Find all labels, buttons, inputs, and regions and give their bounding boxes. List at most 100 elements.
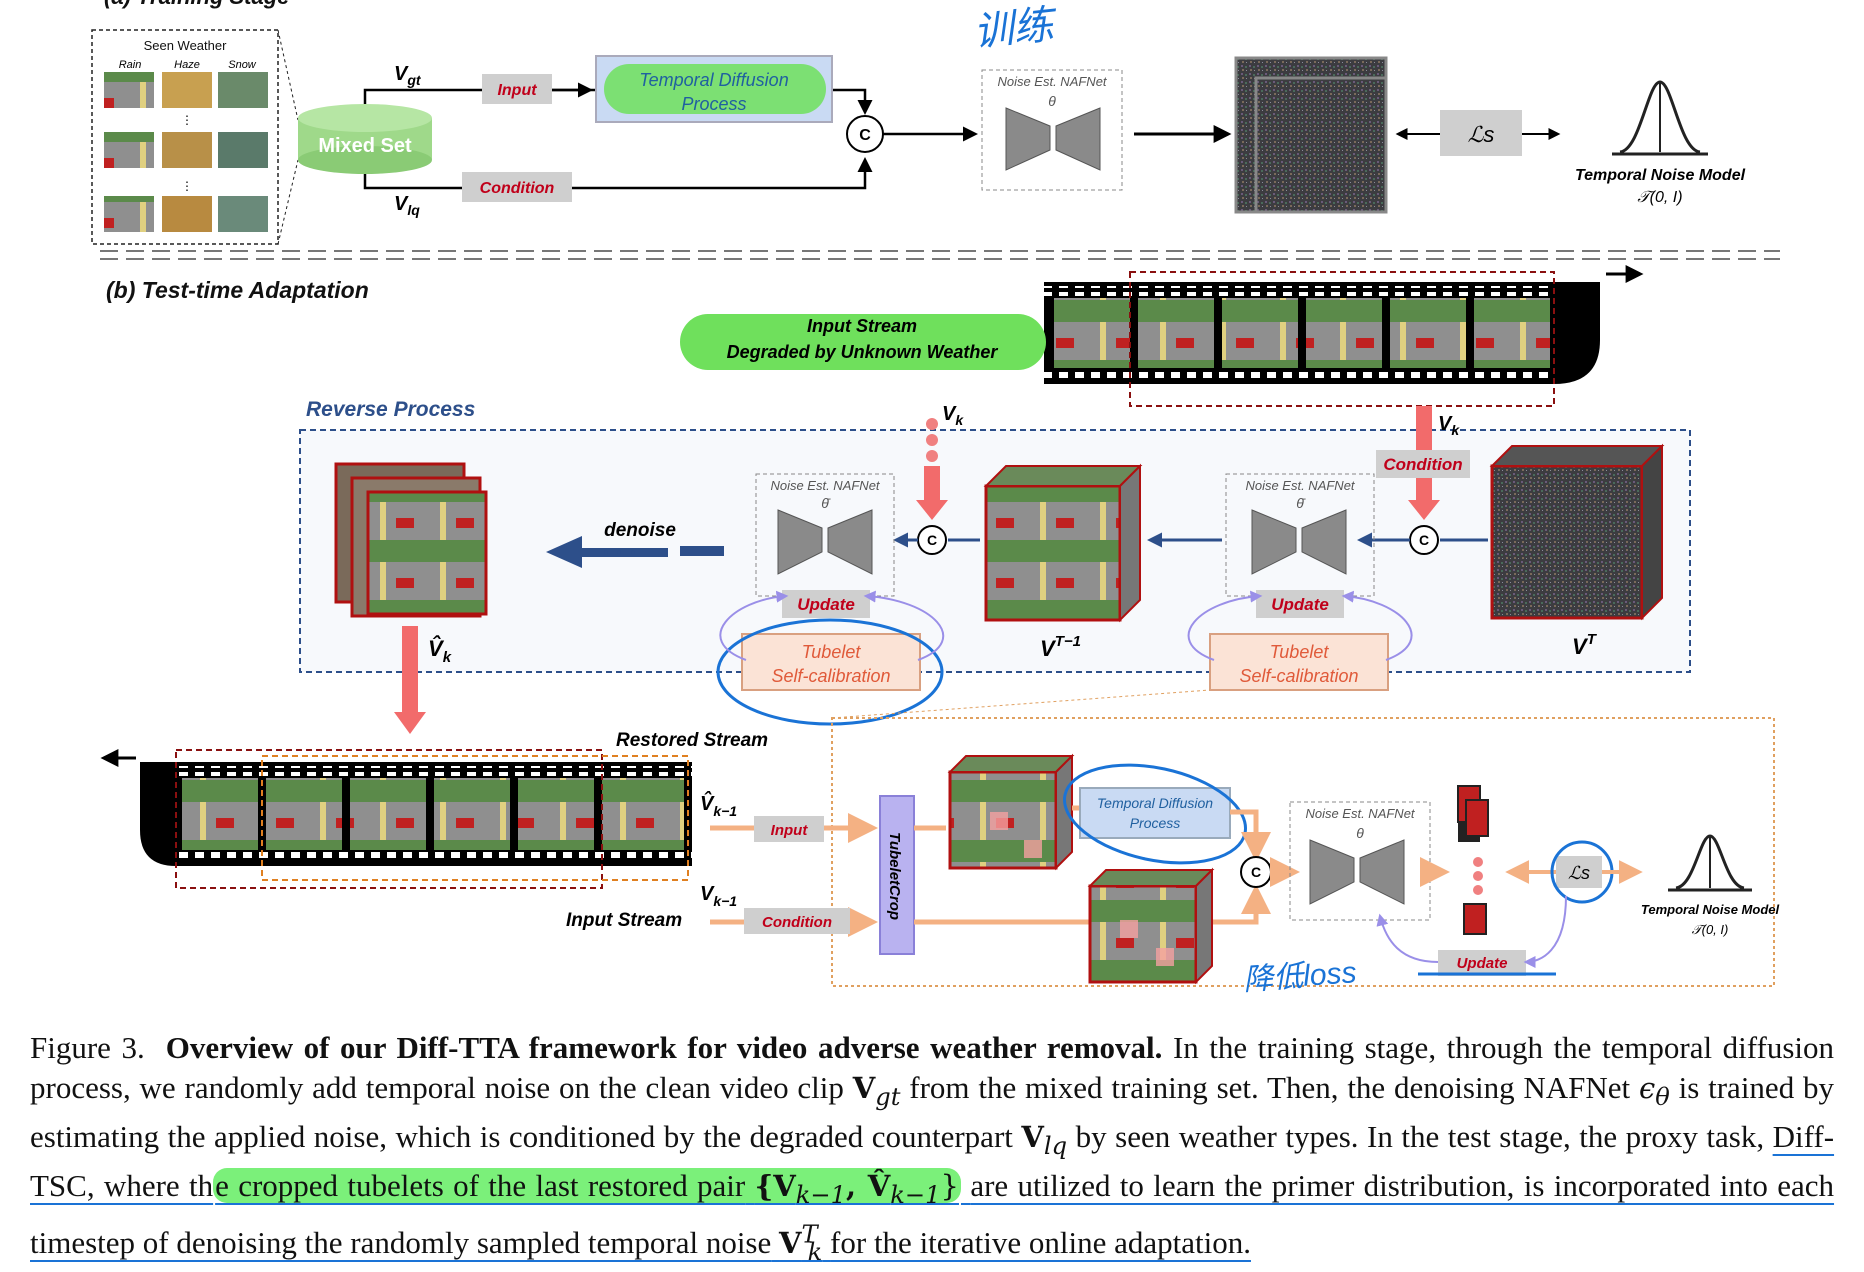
input-tag — [482, 74, 552, 104]
input-tag-b-label: Input — [771, 822, 809, 839]
v-t1-label: VT−1 — [1040, 633, 1081, 661]
panel-b-title: (b) Test-time Adaptation — [106, 277, 369, 303]
restored-cube-vk — [334, 462, 488, 618]
caption-text-2: from the mixed training set. Then, the d… — [909, 1070, 1631, 1105]
tubelet-label-b2-2: Self-calibration — [771, 666, 890, 686]
tubelet-label-b2-1: Tubelet — [802, 642, 862, 662]
nafnet-icon-b2 — [777, 509, 823, 575]
update-tag-b2-label: Update — [797, 595, 855, 614]
diffusion-label-b-2: Process — [1130, 815, 1181, 831]
restored-film-strip — [140, 762, 692, 866]
loss-box-a — [1440, 110, 1522, 156]
reverse-process-label: Reverse Process — [306, 398, 475, 421]
v-gt-label: Vgt — [394, 63, 422, 88]
tubelet-label-b1-2: Self-calibration — [1239, 666, 1358, 686]
input-stream-line1: Input Stream — [807, 316, 917, 336]
noise-model-label-a: Temporal Noise Model — [1575, 167, 1746, 184]
mixed-set-label: Mixed Set — [318, 135, 412, 157]
update-tag-small — [1438, 950, 1526, 976]
nafnet-label-b1: Noise Est. NAFNet — [1245, 478, 1355, 493]
theta-a: θ — [1048, 93, 1056, 109]
cropped-cube-bottom — [1087, 867, 1215, 985]
input-stream-label-bottom: Input Stream — [566, 910, 682, 931]
caption-text-4: by seen weather types. In the test stage… — [1075, 1118, 1765, 1154]
restored-window-red — [175, 749, 603, 889]
weather-type-haze: Haze — [174, 59, 200, 71]
input-tag-label: Input — [497, 82, 537, 99]
update-tag-b1 — [1256, 590, 1344, 618]
update-tag-b2 — [782, 590, 870, 618]
v-k-label-mid: Vk — [942, 403, 964, 428]
weather-type-snow: Snow — [228, 59, 257, 71]
handwriting-lower-loss: 降低loss — [1242, 956, 1357, 997]
caption-math-vgt: Vgt — [852, 1071, 901, 1111]
noise-cube-vt — [1489, 443, 1665, 621]
noise-model-formula-b: 𝒯(0, I) — [1692, 922, 1729, 937]
nafnet-icon-a — [1005, 107, 1051, 171]
tubelet-pen-circle — [716, 618, 944, 726]
diffusion-box-b — [1079, 787, 1231, 839]
theta-bar-b2: θ̄ — [821, 495, 831, 511]
nafnet-box-a — [981, 69, 1123, 191]
noise-cube-a — [1234, 56, 1388, 214]
condition-tag-b — [1376, 450, 1470, 478]
diffusion-label-2: Process — [681, 94, 746, 114]
gaussian-icon-a — [1612, 80, 1708, 156]
caption-text-1: In the training stage, through the tempo… — [30, 1030, 1835, 1105]
tubelet-label-b1-1: Tubelet — [1270, 642, 1330, 662]
condition-tag-b-label: Condition — [1383, 455, 1462, 474]
condition-tag-small-label: Condition — [762, 914, 832, 931]
concat-node-b3-label: C — [1251, 864, 1261, 880]
tubelet-box-b1 — [1209, 633, 1389, 691]
nafnet-label-b3: Noise Est. NAFNet — [1305, 806, 1415, 821]
nafnet-label-b2: Noise Est. NAFNet — [770, 478, 880, 493]
mixed-set-cylinder — [298, 104, 432, 174]
gaussian-icon-b — [1668, 834, 1752, 892]
nafnet-icon-b1 — [1251, 509, 1297, 575]
v-t-label: VT — [1572, 631, 1598, 659]
loss-label-b: ℒs — [1568, 863, 1590, 883]
v-lq-label: Vlq — [394, 193, 420, 218]
input-stream-window — [1129, 271, 1555, 407]
figure-caption: Figure 3. Overview of our Diff-TTA frame… — [30, 1028, 1834, 1272]
panel-a-title: (a) Training Stage — [104, 0, 289, 9]
calibration-region — [831, 717, 1775, 987]
v-hat-k1-label: V̂k−1 — [700, 790, 737, 819]
denoise-label: denoise — [604, 520, 676, 541]
theta-b3: θ — [1356, 825, 1364, 841]
condition-tag — [462, 172, 572, 202]
tubelet-crop-box — [879, 795, 915, 955]
street-cube-vt1 — [983, 463, 1143, 623]
v-k-dotted-arrow — [916, 418, 948, 520]
loss-label-a: ℒs — [1468, 122, 1495, 147]
noise-model-label-b: Temporal Noise Model — [1641, 902, 1780, 917]
concat-node-b2-label: C — [927, 532, 937, 548]
caption-text-3: is trained by estimating the applied noi… — [30, 1070, 1835, 1154]
noise-stack — [1457, 785, 1489, 935]
seen-weather-label: Seen Weather — [144, 38, 228, 53]
update-tag-small-label: Update — [1457, 955, 1508, 972]
input-stream-pill — [680, 314, 1046, 370]
weather-type-rain: Rain — [119, 59, 142, 71]
concat-node-label: C — [859, 127, 871, 144]
handwriting-training: 训练 — [971, 2, 1060, 55]
svg-text:· · ·: · · · — [603, 540, 637, 565]
framework-figure: (a) Training Stage Seen Weather Rain Haz… — [91, 0, 1780, 997]
caption-highlight: e cropped tubelets of the last restored … — [213, 1167, 961, 1209]
restored-window-orange — [261, 755, 689, 881]
caption-title: Overview of our Diff-TTA framework for v… — [165, 1030, 1163, 1065]
theta-bar-b1: θ̄ — [1296, 495, 1306, 511]
caption-math-vlq: Vlq — [1021, 1119, 1068, 1160]
input-stream-line2: Degraded by Unknown Weather — [727, 342, 999, 362]
v-hat-k-label: V̂k — [428, 635, 452, 666]
update-tag-b1-label: Update — [1271, 595, 1329, 614]
loss-box-b — [1556, 856, 1602, 888]
v-k-label-right: Vk — [1438, 413, 1460, 438]
denoise-arrow — [546, 536, 582, 568]
condition-tag-label: Condition — [480, 180, 555, 197]
noise-model-formula-a: 𝒯(0, I) — [1637, 189, 1682, 206]
svg-text:⋮: ⋮ — [181, 113, 193, 127]
seen-weather-box — [91, 29, 279, 245]
caption-math-eps: ϵθ — [1639, 1071, 1670, 1111]
input-tag-b — [754, 816, 824, 842]
